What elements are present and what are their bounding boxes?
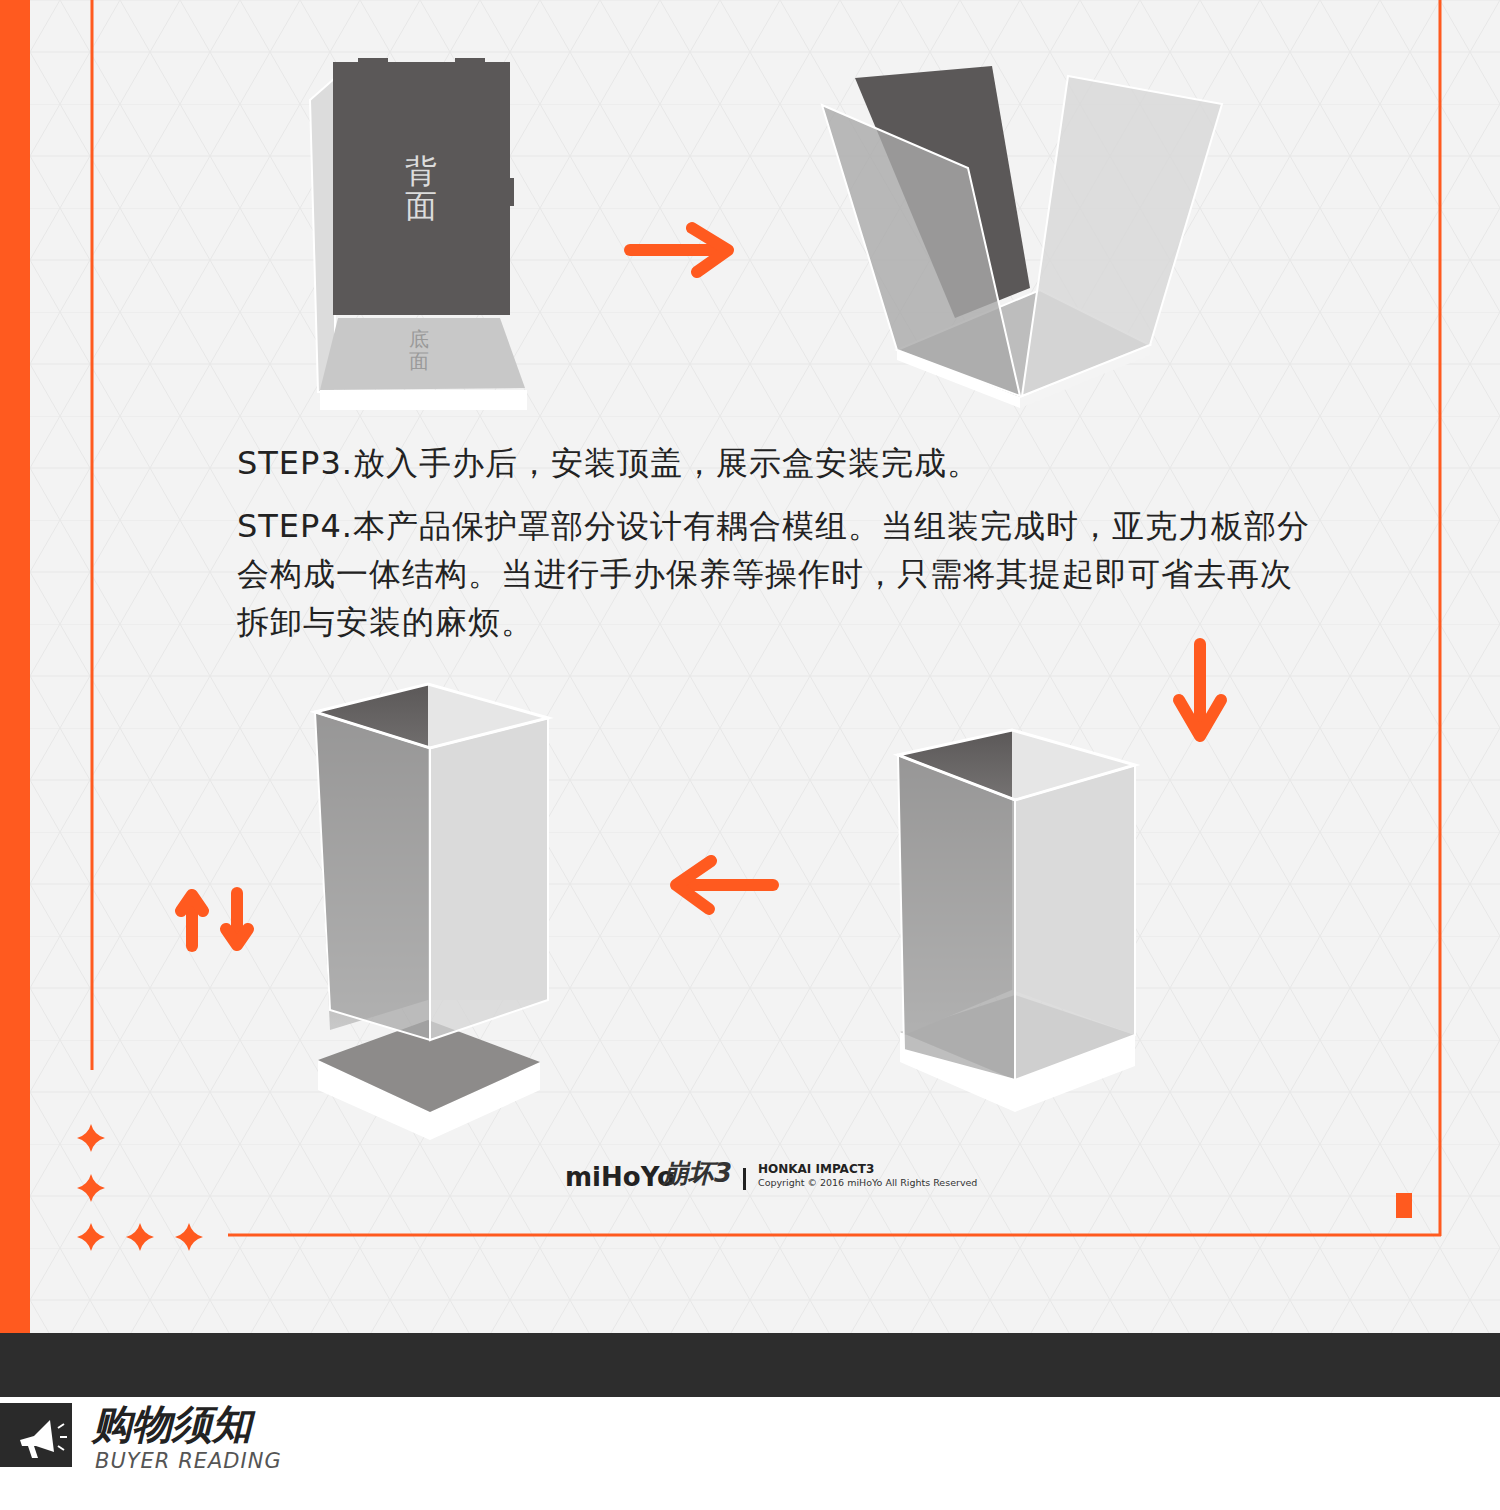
- polygon-shape: [430, 718, 548, 1040]
- line-shape: [1439, 0, 1442, 1236]
- rect-shape: [0, 0, 30, 1333]
- path-shape: [226, 929, 248, 945]
- game-logo: 崩坏3: [662, 1158, 732, 1189]
- path-shape: [630, 244, 722, 256]
- rect-shape: [0, 1333, 1500, 1397]
- path-shape: [77, 1223, 105, 1251]
- polygon-shape: [1022, 76, 1222, 396]
- path-shape: [1179, 700, 1221, 736]
- panel-shape: [320, 318, 525, 390]
- rect-shape: [0, 1397, 1500, 1510]
- path-shape: [58, 1424, 67, 1450]
- copyright-note: Copyright © 2016 miHoYo All Rights Reser…: [758, 1177, 977, 1188]
- rect-shape: [743, 1168, 746, 1190]
- rect-shape: [30, 0, 1500, 1333]
- line-shape: [228, 1234, 1441, 1237]
- base-panel: 底面: [318, 316, 530, 392]
- brand-logo: miHoYo: [565, 1162, 675, 1193]
- polygon-shape: [822, 105, 1020, 396]
- path-shape: [175, 1223, 203, 1251]
- polygon-shape: [315, 712, 430, 1040]
- game-name: HONKAI IMPACT3: [758, 1162, 874, 1176]
- section-subheading: BUYER READING: [95, 1449, 282, 1474]
- step-text: STEP3.放入手办后，安装顶盖，展示盒安装完成。: [237, 444, 980, 482]
- rect-shape: [0, 1403, 72, 1467]
- path-shape: [77, 1174, 105, 1202]
- section-heading: 购物须知: [92, 1400, 252, 1448]
- rect-shape: [320, 390, 527, 410]
- rect-shape: [1396, 1193, 1412, 1218]
- path-shape: [681, 879, 773, 891]
- g-shape: [77, 1124, 203, 1251]
- step-text: STEP4.本产品保护罩部分设计有耦合模组。当组装完成时，亚克力板部分会构成一体…: [237, 502, 1317, 646]
- path-shape: [77, 1124, 105, 1152]
- line-shape: [91, 0, 94, 1070]
- panel-shape: [333, 62, 510, 315]
- path-shape: [126, 1223, 154, 1251]
- rect-shape: [0, 0, 1500, 1333]
- panel-label: 底面: [409, 328, 429, 372]
- path-shape: [181, 895, 203, 911]
- polygon-shape: [28, 1446, 38, 1458]
- back-panel: 背面: [333, 62, 510, 315]
- polygon-shape: [315, 684, 548, 748]
- polygon-shape: [898, 730, 1135, 800]
- polygon-shape: [310, 78, 335, 392]
- polygon-shape: [1015, 765, 1135, 1080]
- polygon-shape: [898, 755, 1015, 1080]
- panel-label: 背面: [405, 154, 437, 224]
- path-shape: [692, 228, 728, 272]
- path-shape: [676, 861, 711, 909]
- polygon-shape: [20, 1420, 54, 1452]
